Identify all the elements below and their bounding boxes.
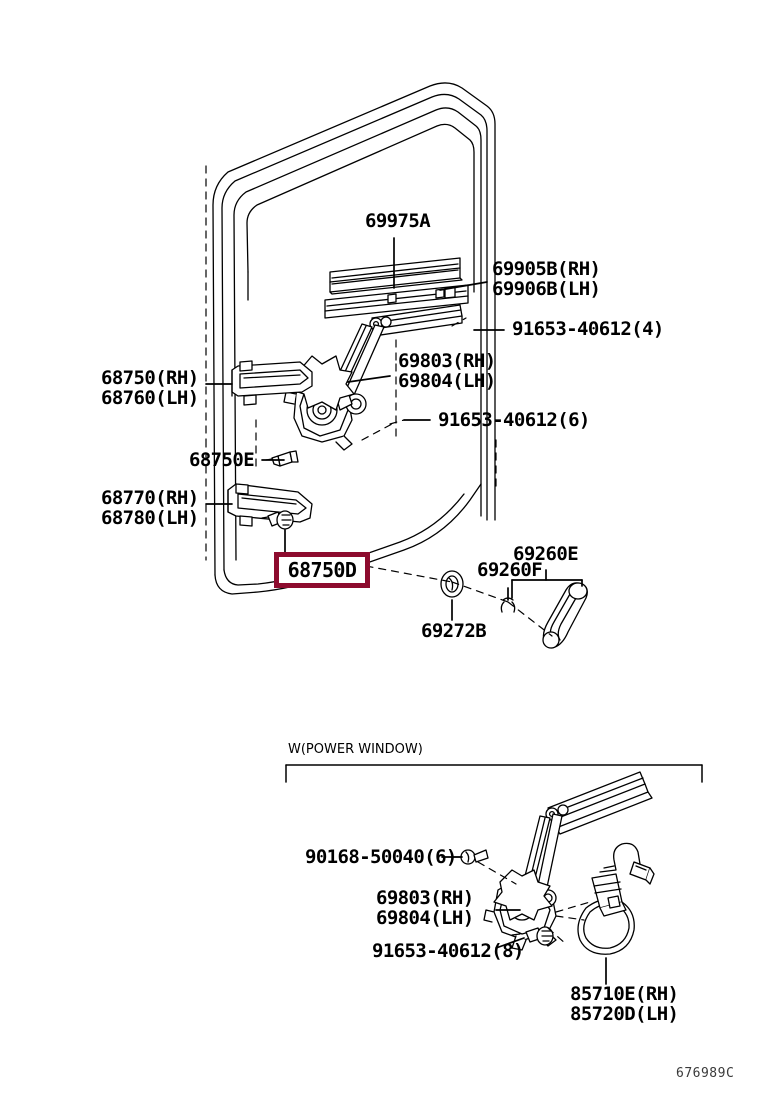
label-bolt-90168: 90168-50040(6): [305, 846, 457, 868]
screw-68750d: [261, 510, 294, 530]
assembly-dashed-lines: [205, 165, 553, 637]
escutcheon-69272b: [440, 570, 464, 598]
door-outer-frame: [212, 82, 496, 576]
power-window-bracket: [285, 764, 703, 783]
window-glass: [246, 123, 475, 301]
label-belt-moulding-rh: 69905B(RH): [492, 258, 601, 280]
label-regulator-rh-upper: 69803(RH): [398, 350, 496, 372]
window-regulator-arm-lower: [483, 771, 653, 951]
label-screw-6: 91653-40612(6): [438, 409, 590, 431]
leader-lines: [205, 237, 607, 985]
highlighted-part-label: 68750D: [287, 558, 357, 582]
label-glass: 69975A: [365, 210, 431, 232]
belt-moulding-lower: [324, 284, 469, 319]
glass-run-channel: [233, 107, 482, 561]
label-upper-rail-rh: 68750(RH): [101, 367, 199, 389]
window-handle-69260e: [542, 582, 588, 649]
label-escutcheon-69272b: 69272B: [421, 620, 487, 642]
label-clip-68750e: 68750E: [189, 449, 255, 471]
motor-bracket-detail: [607, 895, 621, 909]
clip-68750e-screw: [265, 450, 299, 467]
diagram-code: 676989C: [676, 1066, 735, 1081]
label-lower-rail-rh: 68770(RH): [101, 487, 199, 509]
upper-guide-rail: [231, 360, 313, 406]
highlighted-part-box[interactable]: 68750D: [274, 552, 370, 588]
label-screw-4: 91653-40612(4): [512, 318, 664, 340]
window-regulator-arm-upper: [283, 304, 463, 451]
screw-91653-40612-8: [511, 926, 554, 946]
label-regulator-lh-lower: 69804(LH): [376, 907, 474, 929]
label-regulator-lh-upper: 69804(LH): [398, 370, 496, 392]
label-lower-rail-lh: 68780(LH): [101, 507, 199, 529]
label-motor-rh: 85710E(RH): [570, 983, 679, 1005]
label-screw-8: 91653-40612(8): [372, 940, 524, 962]
belt-moulding-upper: [329, 257, 463, 295]
power-window-section-title: W(POWER WINDOW): [288, 742, 423, 757]
lower-guide-rail: [227, 483, 313, 527]
label-motor-lh: 85720D(LH): [570, 1003, 679, 1025]
label-handle-clip-69260f: 69260F: [477, 559, 543, 581]
label-belt-moulding-lh: 69906B(LH): [492, 278, 601, 300]
label-handle-69260e: 69260E: [513, 543, 579, 565]
assembly-dashed-lines-lower: [477, 861, 591, 945]
bolt-90168-50040: [451, 849, 489, 865]
label-upper-rail-lh: 68760(LH): [101, 387, 199, 409]
label-regulator-rh-lower: 69803(RH): [376, 887, 474, 909]
